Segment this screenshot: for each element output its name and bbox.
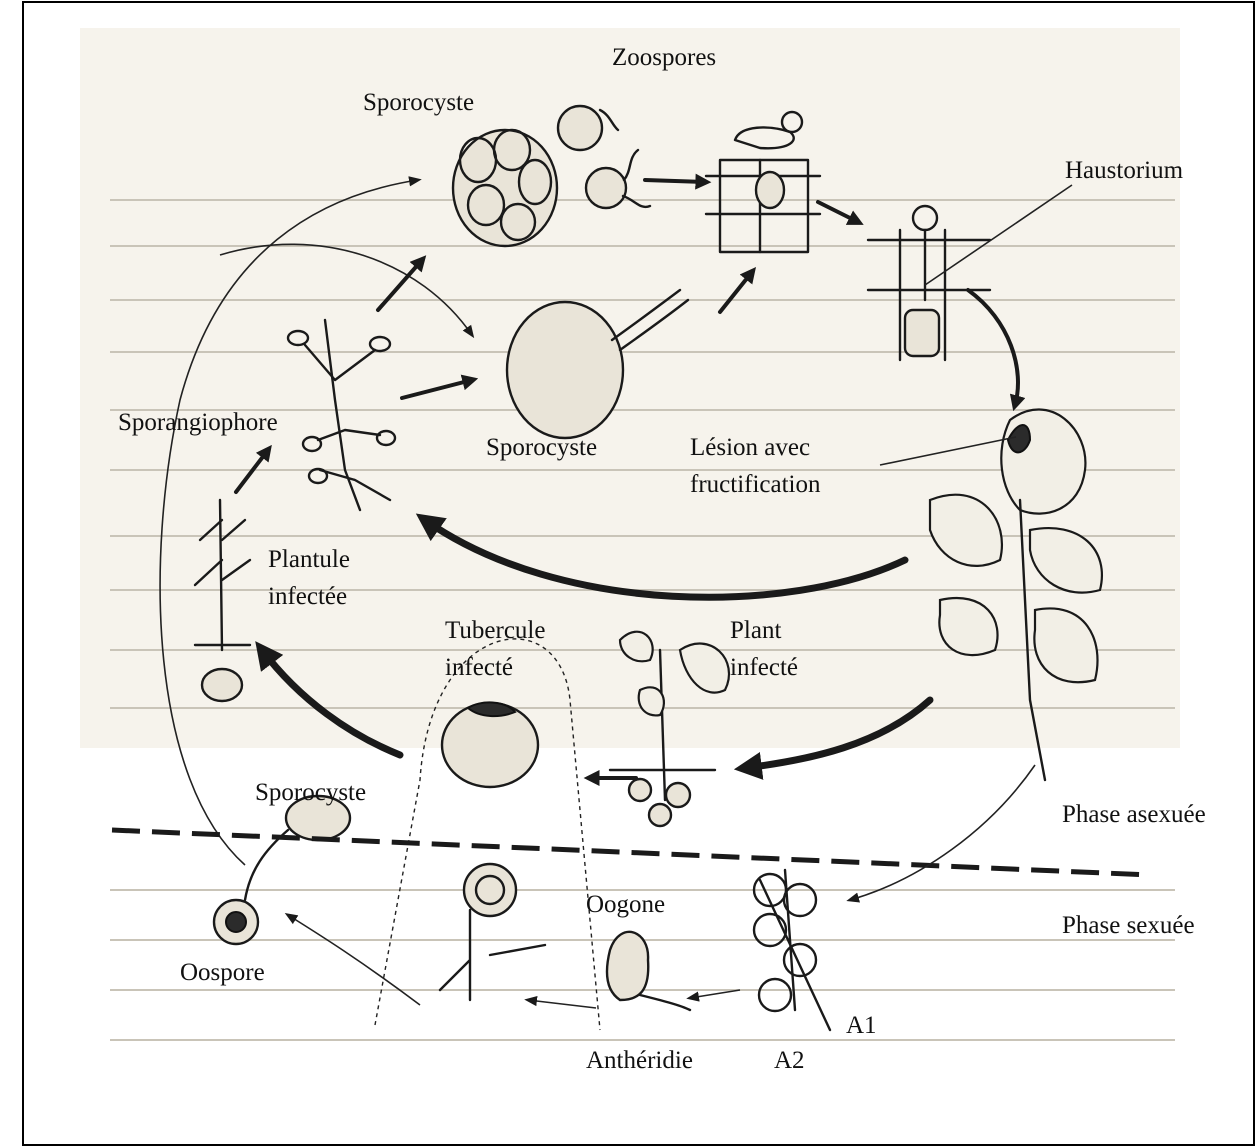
label-sporocyste-mid: Sporocyste (486, 434, 597, 461)
label-lesion-line2: fructification (690, 471, 821, 498)
label-haustorium: Haustorium (1065, 157, 1184, 184)
label-plant-line2: infecté (730, 654, 798, 681)
arrow-zoospores-to-cells (645, 180, 705, 182)
label-a2: A2 (774, 1047, 805, 1074)
label-a1: A1 (846, 1012, 877, 1039)
label-plantule-line2: infectée (268, 583, 347, 610)
label-tubercule-line2: infecté (445, 654, 513, 681)
label-sporocyste-top: Sporocyste (363, 89, 474, 116)
sporocyste-top-drawing (453, 130, 557, 246)
label-plantule-line1: Plantule (268, 546, 350, 573)
arrow-antheridie-to-oogone (528, 1000, 596, 1008)
tubercule-drawing (442, 702, 538, 787)
sporocyste-low-drawing (245, 796, 350, 900)
label-lesion-line1: Lésion avec (690, 434, 810, 461)
label-plant-line1: Plant (730, 617, 781, 644)
label-antheridie: Anthéridie (586, 1047, 693, 1074)
mating-types-drawing (754, 870, 830, 1030)
arrow-oogone-to-oospore (288, 915, 420, 1005)
label-phase-sexuee: Phase sexuée (1062, 912, 1195, 939)
oospore-drawing (214, 900, 258, 944)
oogone-drawing (440, 864, 545, 1000)
label-sporocyste-low: Sporocyste (255, 779, 366, 806)
arrow-mating-to-antheridie (690, 990, 740, 998)
label-zoospores: Zoospores (612, 44, 716, 71)
label-tubercule-line1: Tubercule (445, 617, 545, 644)
label-oospore: Oospore (180, 959, 265, 986)
antheridie-drawing (607, 932, 690, 1010)
phase-divider-dashed-line (112, 830, 1150, 875)
label-phase-asexuee: Phase asexuée (1062, 801, 1206, 828)
arrow-leaf-to-mating (850, 765, 1035, 900)
label-oogone: Oogone (586, 891, 665, 918)
label-sporangiophore: Sporangiophore (118, 409, 278, 436)
